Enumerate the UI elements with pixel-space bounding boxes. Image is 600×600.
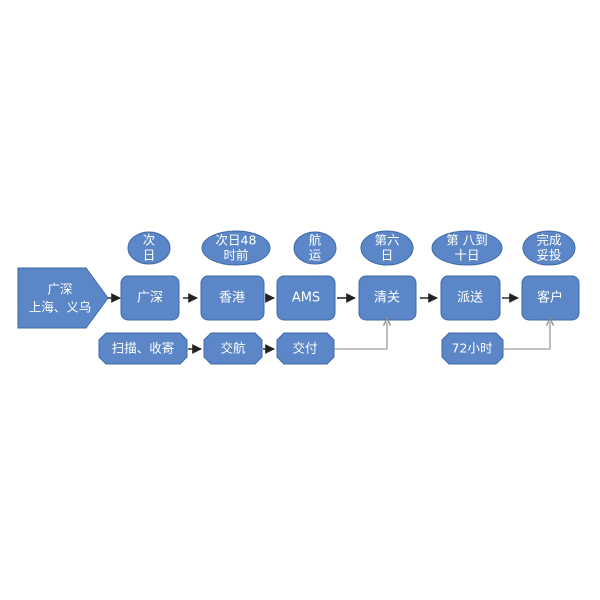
- time-label-line-1: 次: [143, 233, 156, 248]
- stage-label: 清关: [374, 291, 400, 306]
- source-line-2: 上海、义乌: [29, 300, 92, 315]
- stage-ams: AMS: [276, 275, 336, 321]
- source-pentagon: [17, 267, 109, 329]
- substep-deliver: 交付: [276, 332, 335, 365]
- time-ellipse: [293, 231, 337, 265]
- time-label-ams: 航 运: [293, 231, 337, 265]
- time-label-line-1: 航: [309, 233, 322, 248]
- source-node: 广深 上海、义乌: [17, 267, 109, 329]
- stage-label: 广深: [137, 291, 163, 306]
- substep-shape: [441, 332, 504, 365]
- time-label-line-2: 日: [381, 248, 394, 263]
- stage-label: 香港: [219, 291, 245, 306]
- time-label-line-2: 妥投: [536, 248, 561, 263]
- substep-shape: [98, 332, 188, 365]
- stage-label: 客户: [537, 290, 563, 306]
- stage-label: AMS: [292, 291, 320, 306]
- time-label-line-2: 十日: [454, 248, 479, 263]
- time-label-line-2: 运: [309, 248, 322, 263]
- stage-box: [440, 275, 501, 321]
- stage-delivery: 派送: [440, 275, 501, 321]
- time-ellipse: [522, 230, 576, 266]
- stage-guangshen: 广深: [120, 275, 180, 321]
- time-ellipse: [360, 230, 414, 266]
- stage-hongkong: 香港: [200, 275, 265, 321]
- source-line-1: 广深: [47, 282, 72, 297]
- substep-hours: 72小时: [441, 332, 504, 365]
- time-label-line-1: 完成: [536, 233, 561, 248]
- time-label-line-1: 第 八到: [446, 233, 487, 248]
- time-label-customs: 第六 日: [360, 230, 414, 266]
- stage-label: 派送: [457, 291, 483, 306]
- stage-customs: 清关: [358, 275, 417, 321]
- time-ellipse: [127, 231, 171, 265]
- stage-box: [120, 275, 180, 321]
- time-label-guangshen: 次 日: [127, 231, 171, 265]
- stage-box: [200, 275, 265, 321]
- time-ellipse: [431, 230, 503, 266]
- stage-box: [276, 275, 336, 321]
- substep-shape: [276, 332, 335, 365]
- substep-label: 交航: [220, 341, 246, 356]
- substep-label: 72小时: [452, 341, 493, 356]
- time-label-line-2: 时前: [223, 248, 248, 263]
- time-label-line-1: 次日48: [216, 233, 257, 248]
- substep-handover: 交航: [203, 332, 263, 365]
- substep-label: 扫描、收寄: [112, 341, 175, 356]
- time-label-delivery: 第 八到 十日: [431, 230, 503, 266]
- connector-deliver-to-customs: [334, 322, 387, 350]
- stage-customer: 客户: [521, 275, 580, 321]
- time-label-line-1: 第六: [374, 233, 399, 248]
- time-label-hongkong: 次日48 时前: [201, 230, 271, 266]
- substep-shape: [203, 332, 263, 365]
- connector-hours-to-customer: [503, 322, 550, 350]
- time-ellipse: [201, 230, 271, 266]
- time-label-customer: 完成 妥投: [522, 230, 576, 266]
- substep-scan: 扫描、收寄: [98, 332, 188, 365]
- time-label-line-2: 日: [143, 248, 156, 263]
- substep-label: 交付: [292, 341, 317, 356]
